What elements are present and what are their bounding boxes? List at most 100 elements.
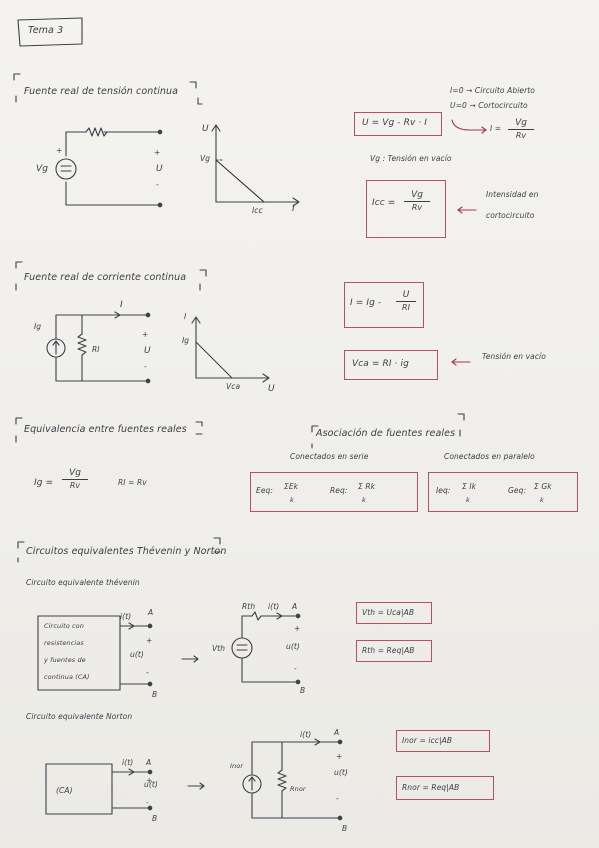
resistor-rth <box>251 611 262 621</box>
label-plus-2: + <box>142 330 149 339</box>
norton-title: Circuito equivalente Norton <box>26 712 133 721</box>
graph2-u: U <box>268 384 275 394</box>
norton-it-left: i(t) <box>122 758 134 767</box>
plus-left: + <box>146 636 153 645</box>
eq-current-fraction: U RI <box>396 290 416 312</box>
graph1-axes <box>215 125 299 203</box>
icc-lhs: Icc = <box>372 198 396 208</box>
eq-box-icc <box>366 180 446 238</box>
eq-box-voltage <box>354 112 442 136</box>
graph1-vg: Vg <box>200 154 211 163</box>
thevenin-it-right: i(t) <box>268 602 280 611</box>
ig-den: Rv <box>69 481 81 490</box>
current-source-inor <box>242 774 262 794</box>
eq-current-den: RI <box>402 303 410 312</box>
ca-box-line-2: resistencias <box>44 639 84 647</box>
resistor-rnor <box>277 769 287 792</box>
eeq-index: k <box>290 496 294 504</box>
graph1-icc: Icc <box>252 206 263 215</box>
icc-note-2: cortocircuito <box>486 211 535 220</box>
label-minus-2: - <box>144 362 147 371</box>
ca-box-line-4: continua (CA) <box>44 673 90 681</box>
ieq-index: k <box>466 496 470 504</box>
eq-box-current <box>344 282 424 328</box>
heading-association: Asociación de fuentes reales <box>316 428 456 439</box>
eq-box-rth <box>356 640 432 662</box>
plus-right: + <box>294 624 301 633</box>
label-minus-1: - <box>156 180 159 189</box>
title-box <box>17 17 83 47</box>
ig-num: Vg <box>62 468 88 480</box>
label-vth-source: Vth <box>212 644 226 653</box>
arrow-icc-note <box>457 206 477 214</box>
eq-box-inor <box>396 730 490 752</box>
arrow-short-circuit <box>451 119 487 134</box>
icc-den: Rv <box>411 203 423 212</box>
heading-thevenin-norton: Circuitos equivalentes Thévenin y Norton <box>26 546 227 557</box>
graph1-u: U <box>202 124 209 134</box>
norton-plus-left: + <box>146 776 153 785</box>
ca-box-thevenin <box>37 615 121 691</box>
geq-index: k <box>540 496 544 504</box>
eq-box-vth <box>356 602 432 624</box>
eq-box-vca <box>344 350 438 380</box>
label-ig: Ig <box>34 322 42 331</box>
thevenin-it-left: i(t) <box>120 612 132 621</box>
eq-box-series <box>250 472 418 512</box>
label-rth: Rth <box>242 602 256 611</box>
graph1-line <box>215 159 265 203</box>
label-parallel: Conectados en paralelo <box>444 452 535 461</box>
vca-note: Tensión en vacío <box>482 352 546 361</box>
label-plus-out-1: + <box>154 148 161 157</box>
req-series-sum: Σ Rk <box>358 482 376 491</box>
voltage-source-vg <box>55 158 77 180</box>
norton-ut-left: u(t) <box>144 780 158 789</box>
voltage-source-vth <box>231 637 253 659</box>
label-rnor: Rnor <box>290 785 306 793</box>
node-b-left: B <box>152 690 158 699</box>
cond-short-circuit: U=0 → Cortocircuito <box>450 101 528 110</box>
arrow-norton <box>187 782 205 790</box>
node-a-left: A <box>148 608 154 617</box>
graph2-ig: Ig <box>182 336 190 345</box>
norton-a-left: A <box>146 758 152 767</box>
ig-lhs: Ig = <box>34 478 54 488</box>
norton-b-right: B <box>342 824 348 833</box>
norton-minus-left: - <box>146 798 149 807</box>
eeq-sum: ΣEk <box>284 482 299 491</box>
short-current-fraction: Vg Rv <box>508 118 534 140</box>
icc-num: Vg <box>404 190 430 202</box>
eq-current-lhs: I = Ig - <box>350 298 382 308</box>
graph2-vca: Vca <box>226 382 241 391</box>
minus-right: - <box>294 664 297 673</box>
norton-plus-right: + <box>336 752 343 761</box>
label-u-1: U <box>156 164 163 174</box>
heading-voltage-source: Fuente real de tensión continua <box>24 86 179 97</box>
arrow-vca-note <box>451 358 471 366</box>
node-a-right: A <box>292 602 298 611</box>
ieq-lhs: Ieq: <box>436 486 451 495</box>
arrow-thevenin <box>181 655 199 663</box>
graph2-axes <box>195 317 269 379</box>
resistor-ri <box>77 333 87 356</box>
norton-b-left: B <box>152 814 158 823</box>
eq-vth: Vth = Uca|AB <box>362 608 415 617</box>
eq-vca: Vca = RI · ig <box>352 359 409 369</box>
ca-box-line-1: Circuito con <box>44 622 84 630</box>
ri-equals-rv: RI = Rv <box>118 478 147 487</box>
short-num: Vg <box>508 118 534 130</box>
req-series-index: k <box>362 496 366 504</box>
ca-box-line-3: y fuentes de <box>44 656 86 664</box>
ca-label-norton: (CA) <box>56 786 73 795</box>
minus-left: - <box>146 668 149 677</box>
geq-sum: Σ Gk <box>534 482 552 491</box>
graph2-i: I <box>184 312 187 321</box>
icc-note-1: Intensidad en <box>486 190 539 199</box>
norton-minus-right: - <box>336 794 339 803</box>
label-ri: RI <box>92 345 100 354</box>
norton-ut-right: u(t) <box>334 768 348 777</box>
short-current-lhs: I = <box>490 124 502 133</box>
thevenin-title: Circuito equivalente thévenin <box>26 578 140 587</box>
